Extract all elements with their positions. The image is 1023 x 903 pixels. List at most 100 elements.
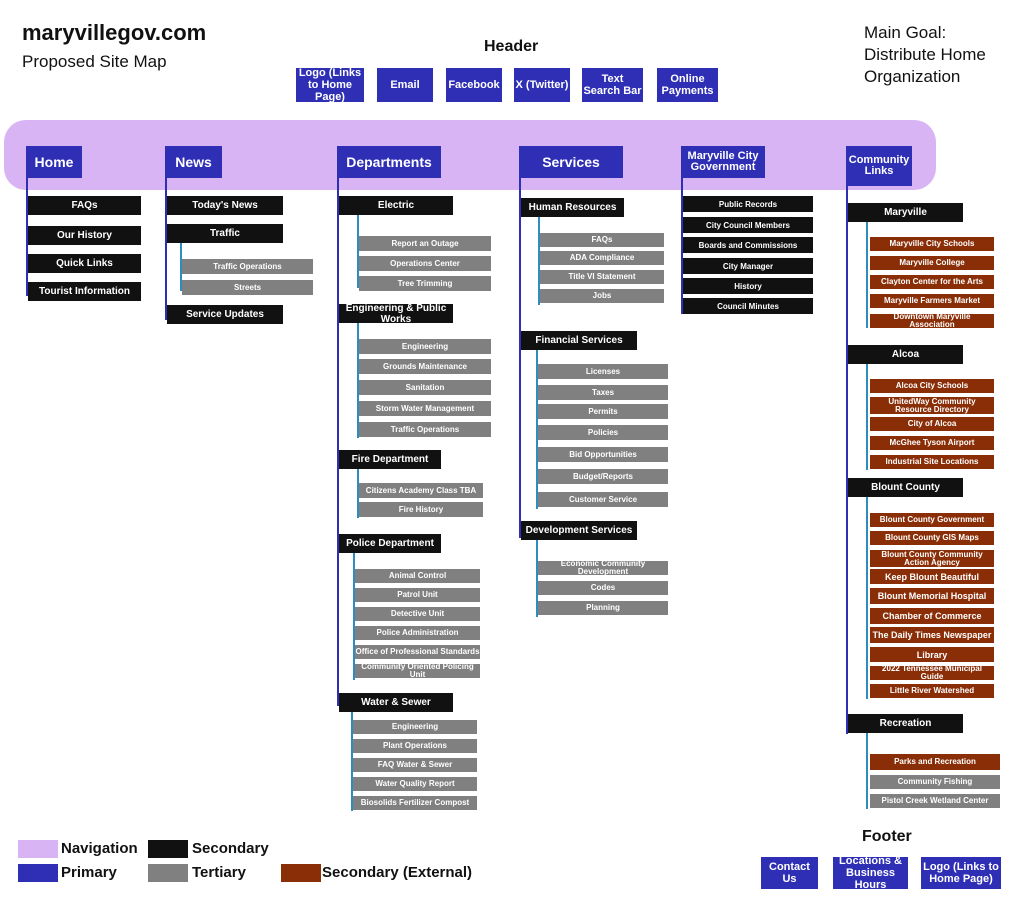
- dept-item: Grounds Maintenance: [359, 359, 491, 374]
- dept-item: Water Quality Report: [353, 777, 477, 791]
- recreation-item: Pistol Creek Wetland Center: [870, 794, 1000, 808]
- external-link: Blount County GIS Maps: [870, 531, 994, 545]
- departments-connector: [337, 178, 339, 706]
- dept-item: Fire History: [359, 502, 483, 517]
- home-item: Quick Links: [28, 254, 141, 273]
- dept-item: Office of Professional Standards: [355, 645, 480, 659]
- development-connector: [536, 539, 538, 617]
- external-link: Alcoa City Schools: [870, 379, 994, 393]
- gov-item: City Manager: [683, 258, 813, 274]
- news-item: Service Updates: [167, 305, 283, 324]
- external-link: The Daily Times Newspaper: [870, 627, 994, 643]
- home-item: Tourist Information: [28, 282, 141, 301]
- svc-financial: Financial Services: [521, 331, 637, 350]
- home-item: Our History: [28, 226, 141, 245]
- header-email: Email: [377, 68, 433, 102]
- site-title: maryvillegov.com: [22, 20, 207, 45]
- news-connector: [165, 178, 167, 320]
- community-maryville: Maryville: [848, 203, 963, 222]
- svc-item: Licenses: [538, 364, 668, 379]
- dept-item: Biosolids Fertilizer Compost: [353, 796, 477, 810]
- svc-item: Taxes: [538, 385, 668, 400]
- external-link: Maryville Farmers Market: [870, 294, 994, 308]
- traffic-item: Streets: [182, 280, 313, 295]
- legend-navigation: Navigation: [61, 840, 138, 857]
- engineering-connector: [357, 322, 359, 438]
- svc-item: Codes: [538, 581, 668, 595]
- recreation-item: Community Fishing: [870, 775, 1000, 789]
- community-recreation: Recreation: [848, 714, 963, 733]
- external-link: Blount Memorial Hospital: [870, 588, 994, 604]
- dept-item: Traffic Operations: [359, 422, 491, 437]
- community-blount: Blount County: [848, 478, 963, 497]
- dept-item: Tree Trimming: [359, 276, 491, 291]
- main-goal: Main Goal: Distribute Home Organization: [864, 22, 986, 88]
- external-link: Maryville College: [870, 256, 994, 270]
- electric-connector: [357, 214, 359, 288]
- external-link: Industrial Site Locations: [870, 455, 994, 469]
- community-connector: [846, 178, 848, 734]
- footer-contact: Contact Us: [761, 857, 818, 889]
- dept-water: Water & Sewer: [339, 693, 453, 712]
- legend-external: Secondary (External): [322, 864, 473, 881]
- dept-item: Engineering: [353, 720, 477, 734]
- goal-line: Distribute Home: [864, 45, 986, 64]
- dept-item: Animal Control: [355, 569, 480, 583]
- legend-swatch-external: [281, 864, 321, 882]
- external-link: Chamber of Commerce: [870, 608, 994, 624]
- external-link: UnitedWay Community Resource Directory: [870, 397, 994, 414]
- legend-swatch-secondary: [148, 840, 188, 858]
- dept-fire: Fire Department: [339, 450, 441, 469]
- dept-item: FAQ Water & Sewer: [353, 758, 477, 772]
- external-link: Keep Blount Beautiful: [870, 569, 994, 584]
- government-connector: [681, 178, 683, 314]
- services-connector: [519, 178, 521, 538]
- dept-item: Storm Water Management: [359, 401, 491, 416]
- svc-item: Planning: [538, 601, 668, 615]
- svc-hr: Human Resources: [521, 198, 624, 217]
- header-payments: Online Payments: [657, 68, 718, 102]
- external-link: Downtown Maryville Association: [870, 313, 994, 329]
- footer-label: Footer: [862, 828, 912, 845]
- svc-development: Development Services: [521, 521, 637, 540]
- external-link: Maryville City Schools: [870, 237, 994, 251]
- header-search: Text Search Bar: [582, 68, 643, 102]
- svc-item: ADA Compliance: [540, 251, 664, 265]
- goal-line: Organization: [864, 67, 961, 86]
- external-link: 2022 Tennessee Municipal Guide: [870, 665, 994, 681]
- external-link: Blount County Community Action Agency: [870, 550, 994, 567]
- svc-item: FAQs: [540, 233, 664, 247]
- svc-item: Budget/Reports: [538, 469, 668, 484]
- dept-item: Community Oriented Policing Unit: [355, 663, 480, 679]
- traffic-item: Traffic Operations: [182, 259, 313, 274]
- svc-item: Bid Opportunities: [538, 447, 668, 462]
- gov-item: City Council Members: [683, 217, 813, 233]
- nav-departments: Departments: [337, 146, 441, 178]
- dept-electric: Electric: [339, 196, 453, 215]
- svc-item: Permits: [538, 404, 668, 419]
- gov-item: Boards and Commissions: [683, 237, 813, 253]
- legend-secondary: Secondary: [192, 840, 269, 857]
- nav-services: Services: [519, 146, 623, 178]
- footer-logo: Logo (Links to Home Page): [921, 857, 1001, 889]
- nav-government: Maryville City Government: [681, 146, 765, 178]
- water-connector: [351, 711, 353, 811]
- external-link: Little River Watershed: [870, 684, 994, 698]
- svc-item: Title VI Statement: [540, 270, 664, 284]
- dept-item: Plant Operations: [353, 739, 477, 753]
- nav-news: News: [165, 146, 222, 178]
- dept-item: Detective Unit: [355, 607, 480, 621]
- external-link: Parks and Recreation: [870, 754, 1000, 770]
- gov-item: History: [683, 278, 813, 294]
- fire-connector: [357, 468, 359, 518]
- dept-item: Operations Center: [359, 256, 491, 271]
- alcoa-connector: [866, 364, 868, 470]
- blount-connector: [866, 497, 868, 699]
- legend-swatch-primary: [18, 864, 58, 882]
- hr-connector: [538, 215, 540, 305]
- dept-item: Report an Outage: [359, 236, 491, 251]
- external-link: Clayton Center for the Arts: [870, 275, 994, 289]
- home-connector: [26, 178, 28, 296]
- news-item: Traffic: [167, 224, 283, 243]
- header-facebook: Facebook: [446, 68, 502, 102]
